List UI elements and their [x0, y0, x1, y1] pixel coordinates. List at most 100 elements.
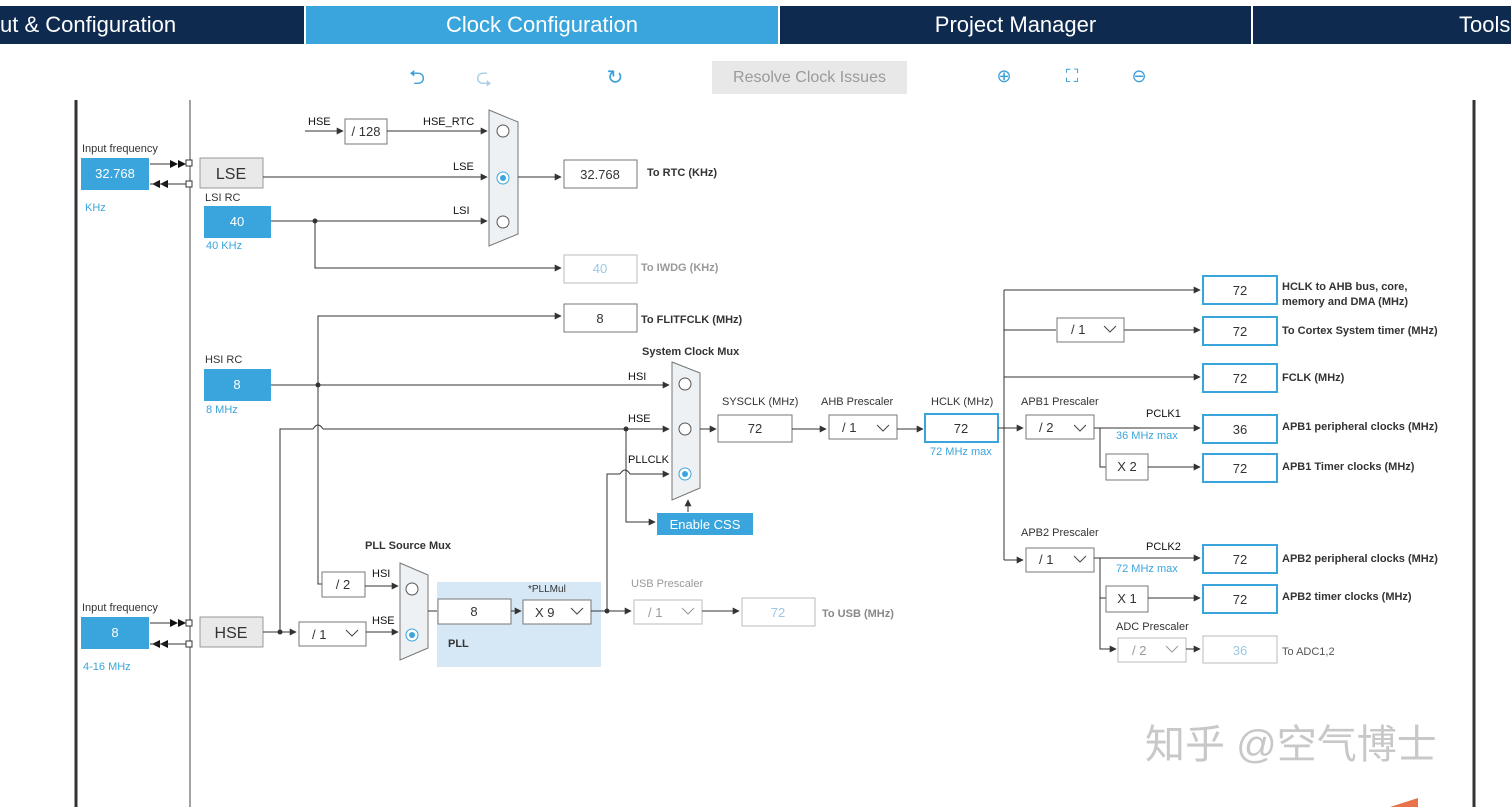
lsi-rc-label: LSI RC: [205, 192, 241, 204]
sysmux-hsi-radio[interactable]: [678, 377, 692, 391]
svg-text:HCLK to AHB bus, core,: HCLK to AHB bus, core,: [1282, 281, 1408, 293]
apb2-prescaler-value: / 1: [1039, 552, 1053, 567]
svg-text:72: 72: [1233, 283, 1247, 298]
lse-block[interactable]: [199, 157, 264, 189]
hclk-value: 72: [954, 421, 968, 436]
output-cortex-timer: 72 To Cortex System timer (MHz): [1202, 316, 1438, 346]
svg-text:FCLK (MHz): FCLK (MHz): [1282, 372, 1345, 384]
apb1-prescaler-select[interactable]: [1025, 414, 1095, 440]
output-hclk-ahb: 72 HCLK to AHB bus, core, memory and DMA…: [1202, 275, 1408, 308]
pclk1-max: 36 MHz max: [1116, 430, 1178, 442]
rtc-output-box: [563, 159, 638, 189]
svg-text:72: 72: [1233, 552, 1247, 567]
lse-input-field[interactable]: [81, 158, 149, 190]
hsi-div2-box: [321, 571, 366, 598]
hse-block-label: HSE: [215, 625, 248, 642]
hse-input-value: 8: [111, 625, 118, 640]
chevron-down-icon: [876, 424, 890, 432]
div128-box: [344, 118, 388, 145]
hse-div-select[interactable]: [298, 621, 367, 647]
watermark: 知乎 @空气博士: [1145, 723, 1437, 767]
svg-text:memory and DMA (MHz): memory and DMA (MHz): [1282, 296, 1408, 308]
output-apb1-peripheral: 36 APB1 peripheral clocks (MHz): [1202, 414, 1438, 444]
usb-prescaler-select[interactable]: [633, 599, 703, 625]
hsi-rc-unit: 8 MHz: [206, 404, 238, 416]
redo-icon[interactable]: ⮎: [475, 65, 493, 89]
x1-multiplier: [1105, 585, 1149, 613]
usb-output-box: [741, 597, 816, 627]
chevron-down-icon: [1165, 645, 1179, 653]
output-apb2-peripheral: 72 APB2 peripheral clocks (MHz): [1202, 544, 1438, 574]
hse-div-value: / 1: [312, 627, 326, 642]
pll-hsi-label: HSI: [372, 568, 390, 580]
sysmux-hse-radio[interactable]: [678, 422, 692, 436]
pclk2-label: PCLK2: [1146, 541, 1181, 553]
usb-prescaler-label: USB Prescaler: [631, 578, 703, 590]
rtc-mux-lsi-radio[interactable]: [496, 215, 510, 229]
apb2-prescaler-select[interactable]: [1025, 547, 1095, 573]
ahb-prescaler-value: / 1: [842, 420, 856, 435]
svg-text:72: 72: [1233, 461, 1247, 476]
adc-prescaler-label: ADC Prescaler: [1116, 621, 1189, 633]
tab-pinout-configuration[interactable]: ut & Configuration: [0, 6, 304, 44]
hse-block[interactable]: [199, 616, 264, 648]
sysmux-hse-label: HSE: [628, 413, 651, 425]
svg-text:To Cortex System timer (MHz): To Cortex System timer (MHz): [1282, 325, 1438, 337]
hse-input-field[interactable]: [81, 617, 149, 649]
cortex-div-select[interactable]: [1056, 317, 1125, 343]
adc-output-box: [1202, 635, 1278, 664]
lsi-line-label: LSI: [453, 205, 470, 217]
apb2-prescaler-label: APB2 Prescaler: [1021, 527, 1099, 539]
chevron-down-icon: [1073, 555, 1087, 563]
apb1-prescaler-label: APB1 Prescaler: [1021, 396, 1099, 408]
lsi-rc-unit: 40 KHz: [206, 240, 242, 252]
rtc-output-value: 32.768: [580, 167, 620, 182]
output-apb2-timer: 72 APB2 timer clocks (MHz): [1202, 584, 1412, 614]
hclk-label: HCLK (MHz): [931, 396, 993, 408]
hse-rtc-label: HSE_RTC: [423, 116, 474, 128]
zoom-in-icon[interactable]: ⊕: [996, 66, 1012, 87]
zoom-out-icon[interactable]: ⊖: [1131, 66, 1147, 87]
hse-input-unit: 4-16 MHz: [83, 661, 131, 673]
fit-icon[interactable]: ⛶: [1065, 66, 1079, 87]
undo-icon[interactable]: ⮌: [408, 65, 426, 89]
hsi-rc-field[interactable]: [204, 369, 271, 401]
hsi-rc-label: HSI RC: [205, 354, 242, 366]
tab-project-manager[interactable]: Project Manager: [780, 6, 1251, 44]
lse-input-label: Input frequency: [82, 143, 158, 155]
sysmux-hsi-label: HSI: [628, 371, 646, 383]
svg-text:APB2 peripheral clocks (MHz): APB2 peripheral clocks (MHz): [1282, 553, 1438, 565]
refresh-icon[interactable]: ↻: [606, 65, 624, 89]
flitfclk-output-label: To FLITFCLK (MHz): [641, 314, 743, 326]
output-fclk: 72 FCLK (MHz): [1202, 363, 1345, 393]
tab-label: Project Manager: [934, 12, 1097, 37]
adc-prescaler-select[interactable]: [1117, 637, 1187, 663]
sysclk-box: [717, 414, 793, 443]
svg-text:72: 72: [1233, 592, 1247, 607]
x2-multiplier: [1105, 453, 1149, 481]
svg-text:72: 72: [1233, 371, 1247, 386]
rtc-mux-hse-radio[interactable]: [496, 124, 510, 138]
enable-css-button[interactable]: [657, 513, 753, 535]
tab-tools[interactable]: Tools: [1253, 6, 1511, 44]
pllmul-select[interactable]: [522, 599, 592, 625]
hsi-div2-label: / 2: [336, 577, 350, 592]
pllmul-label: *PLLMul: [528, 584, 566, 595]
iwdg-output-box: [563, 254, 638, 284]
lse-input-unit: KHz: [85, 202, 106, 214]
adc-output-label: To ADC1,2: [1282, 646, 1335, 658]
usb-output-label: To USB (MHz): [822, 608, 894, 620]
tab-clock-configuration[interactable]: Clock Configuration: [306, 6, 778, 44]
x1-label: X 1: [1117, 591, 1137, 606]
pll-source-mux-title: PLL Source Mux: [365, 540, 452, 552]
resolve-clock-issues-button[interactable]: Resolve Clock Issues: [712, 61, 907, 94]
pll-src-hsi-radio[interactable]: [405, 582, 419, 596]
lsi-rc-field[interactable]: [204, 206, 271, 238]
rtc-output-label: To RTC (KHz): [647, 167, 717, 179]
sysmux-title: System Clock Mux: [642, 346, 740, 358]
ahb-prescaler-select[interactable]: [828, 414, 898, 440]
apb1-prescaler-value: / 2: [1039, 420, 1053, 435]
lse-block-label: LSE: [216, 166, 246, 183]
usb-output-value: 72: [771, 605, 785, 620]
pll-label: PLL: [448, 638, 469, 650]
